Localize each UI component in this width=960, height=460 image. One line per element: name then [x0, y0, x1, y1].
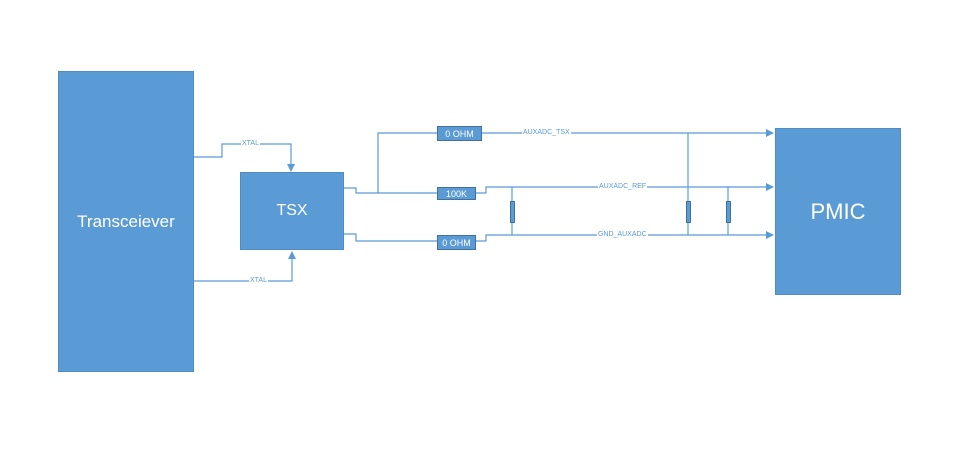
xtal-bottom-wire — [194, 251, 296, 282]
transceiver-block: Transceiever — [58, 71, 194, 372]
tsx-out-bottom-wire — [344, 233, 437, 242]
resistor-gnd-auxadc: 0 OHM — [437, 235, 476, 250]
resistor-auxadc-tsx-label: 0 OHM — [445, 128, 474, 139]
resistor-auxadc-ref-label: 100K — [445, 188, 468, 199]
transceiver-label: Transceiever — [77, 211, 175, 231]
pmic-label: PMIC — [810, 198, 866, 224]
bridge-resistor-3 — [726, 201, 731, 223]
tsx-block: TSX — [240, 172, 344, 250]
bridge-resistor-2 — [686, 201, 691, 223]
pmic-block: PMIC — [775, 128, 901, 295]
tsx-branch-up-wire — [377, 132, 437, 193]
gnd-auxadc-label: GND_AUXADC — [597, 231, 648, 239]
xtal-top-label: XTAL — [241, 140, 260, 148]
xtal-top-wire — [194, 143, 295, 172]
bridge-resistor-1 — [510, 201, 515, 223]
tsx-label: TSX — [276, 202, 308, 219]
auxadc-ref-label: AUXADC_REF — [598, 183, 648, 191]
tsx-out-top-wire — [344, 187, 437, 194]
xtal-bottom-label: XTAL — [249, 277, 268, 285]
resistor-auxadc-tsx: 0 OHM — [437, 126, 482, 141]
auxadc-tsx-label: AUXADC_TSX — [522, 129, 571, 137]
resistor-auxadc-ref: 100K — [437, 187, 476, 200]
resistor-gnd-auxadc-label: 0 OHM — [442, 237, 471, 248]
